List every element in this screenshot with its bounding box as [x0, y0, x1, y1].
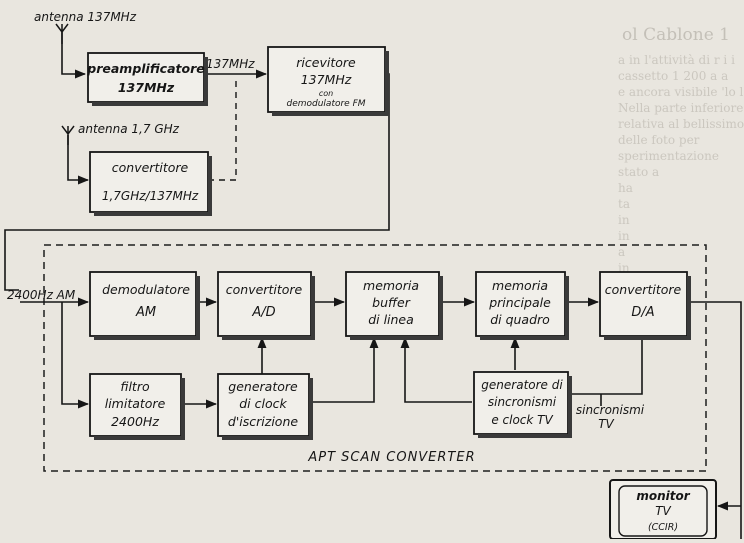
- wire-sync-to-buffer: [400, 336, 472, 403]
- monitor-line2: TV: [655, 504, 671, 518]
- wire-converter-to-receiver: [208, 80, 237, 181]
- background-line: in: [618, 229, 630, 243]
- buffer-line2: buffer: [372, 295, 411, 310]
- da-line2: D/A: [631, 305, 654, 320]
- clock-line1: generatore: [228, 379, 298, 394]
- preamp-block: preamplificatore 137MHz: [86, 52, 208, 106]
- receiver-line3: con: [319, 89, 333, 98]
- converter17-line1: convertitore: [112, 160, 189, 175]
- background-line: relativa al bellissimo: [618, 117, 744, 131]
- antenna-137-icon: [55, 23, 69, 44]
- scan-converter-enclosure: [43, 244, 707, 472]
- wire-da-to-sync: [568, 336, 643, 395]
- filter-line1: filtro: [120, 379, 150, 394]
- sync-tv-label-line1: sincronismi: [576, 403, 645, 417]
- wire-antenna17-to-converter: [67, 135, 90, 185]
- filter-line2: limitatore: [105, 396, 166, 411]
- filter-block: filtro limitatore 2400Hz: [89, 373, 185, 440]
- background-line: ha: [618, 181, 633, 195]
- clock-generator-block: generatore di clock d'iscrizione: [217, 373, 313, 440]
- da-line1: convertitore: [605, 282, 682, 297]
- monitor-line1: monitor: [636, 489, 690, 503]
- main-memory-line2: principale: [488, 295, 551, 310]
- sync-gen-line3: e clock TV: [491, 413, 553, 427]
- preamp-line1: preamplificatore: [86, 61, 204, 76]
- background-line: e ancora visibile 'lo l: [618, 85, 744, 99]
- demod-am-line2: AM: [135, 305, 156, 320]
- input-2400-label: 2400Hz AM: [7, 288, 76, 302]
- background-lines: a in l'attività di r i i cassetto 1 200 a…: [618, 53, 744, 275]
- ad-line2: A/D: [251, 305, 275, 320]
- monitor-block: monitor TV (CCIR): [609, 479, 717, 539]
- background-line: a: [618, 245, 625, 259]
- background-line: sperimentazione: [618, 149, 719, 163]
- wire-da-output: [687, 301, 742, 539]
- main-memory-line1: memoria: [492, 278, 548, 293]
- demod-am-block: demodulatore AM: [89, 271, 200, 340]
- background-line: stato a: [618, 165, 659, 179]
- converter17-block: convertitore 1,7GHz/137MHz: [89, 151, 212, 216]
- antenna-137-label: antenna 137MHz: [34, 10, 137, 24]
- antenna-17-label: antenna 1,7 GHz: [78, 122, 180, 136]
- main-memory-line3: di quadro: [490, 312, 550, 327]
- background-line: delle foto per: [618, 133, 700, 147]
- buffer-line3: di linea: [368, 312, 414, 327]
- background-heading: ol Cablone 1: [622, 25, 730, 45]
- wire-antenna137-to-preamp: [61, 32, 87, 79]
- background-line: Nella parte inferiore: [618, 101, 743, 115]
- filter-line3: 2400Hz: [111, 414, 159, 429]
- scan-converter-title: APT SCAN CONVERTER: [307, 450, 475, 465]
- sync-tv-label-line2: TV: [598, 417, 614, 431]
- wire-input-to-filter: [61, 302, 90, 409]
- sync-generator-block: generatore di sincronismi e clock TV: [473, 371, 572, 438]
- wire-clock-to-buffer: [309, 336, 379, 403]
- background-line: cassetto 1 200 a a: [618, 69, 728, 83]
- receiver-line2: 137MHz: [301, 72, 352, 87]
- sync-gen-line1: generatore di: [481, 378, 563, 392]
- buffer-line1: memoria: [363, 278, 419, 293]
- ad-converter-block: convertitore A/D: [217, 271, 315, 340]
- freq-137-label: 137MHz: [206, 57, 255, 71]
- demod-am-line1: demodulatore: [102, 282, 190, 297]
- converter17-line2: 1,7GHz/137MHz: [102, 189, 199, 203]
- background-line: in: [618, 213, 630, 227]
- ad-line1: convertitore: [226, 282, 303, 297]
- main-memory-block: memoria principale di quadro: [475, 271, 569, 340]
- da-converter-block: convertitore D/A: [599, 271, 691, 340]
- sync-gen-line2: sincronismi: [488, 395, 557, 409]
- clock-line2: di clock: [239, 396, 287, 411]
- background-line: in: [618, 261, 630, 275]
- background-line: ta: [618, 197, 630, 211]
- preamp-line2: 137MHz: [118, 80, 175, 95]
- antenna-17-icon: [61, 125, 75, 145]
- receiver-line1: ricevitore: [296, 55, 356, 70]
- buffer-memory-block: memoria buffer di linea: [345, 271, 443, 340]
- background-line: a in l'attività di r i i: [618, 53, 735, 67]
- receiver-line4: demodulatore FM: [286, 99, 365, 109]
- clock-line3: d'iscrizione: [228, 414, 298, 429]
- monitor-line3: (CCIR): [648, 522, 678, 533]
- receiver-block: ricevitore 137MHz con demodulatore FM: [267, 46, 389, 116]
